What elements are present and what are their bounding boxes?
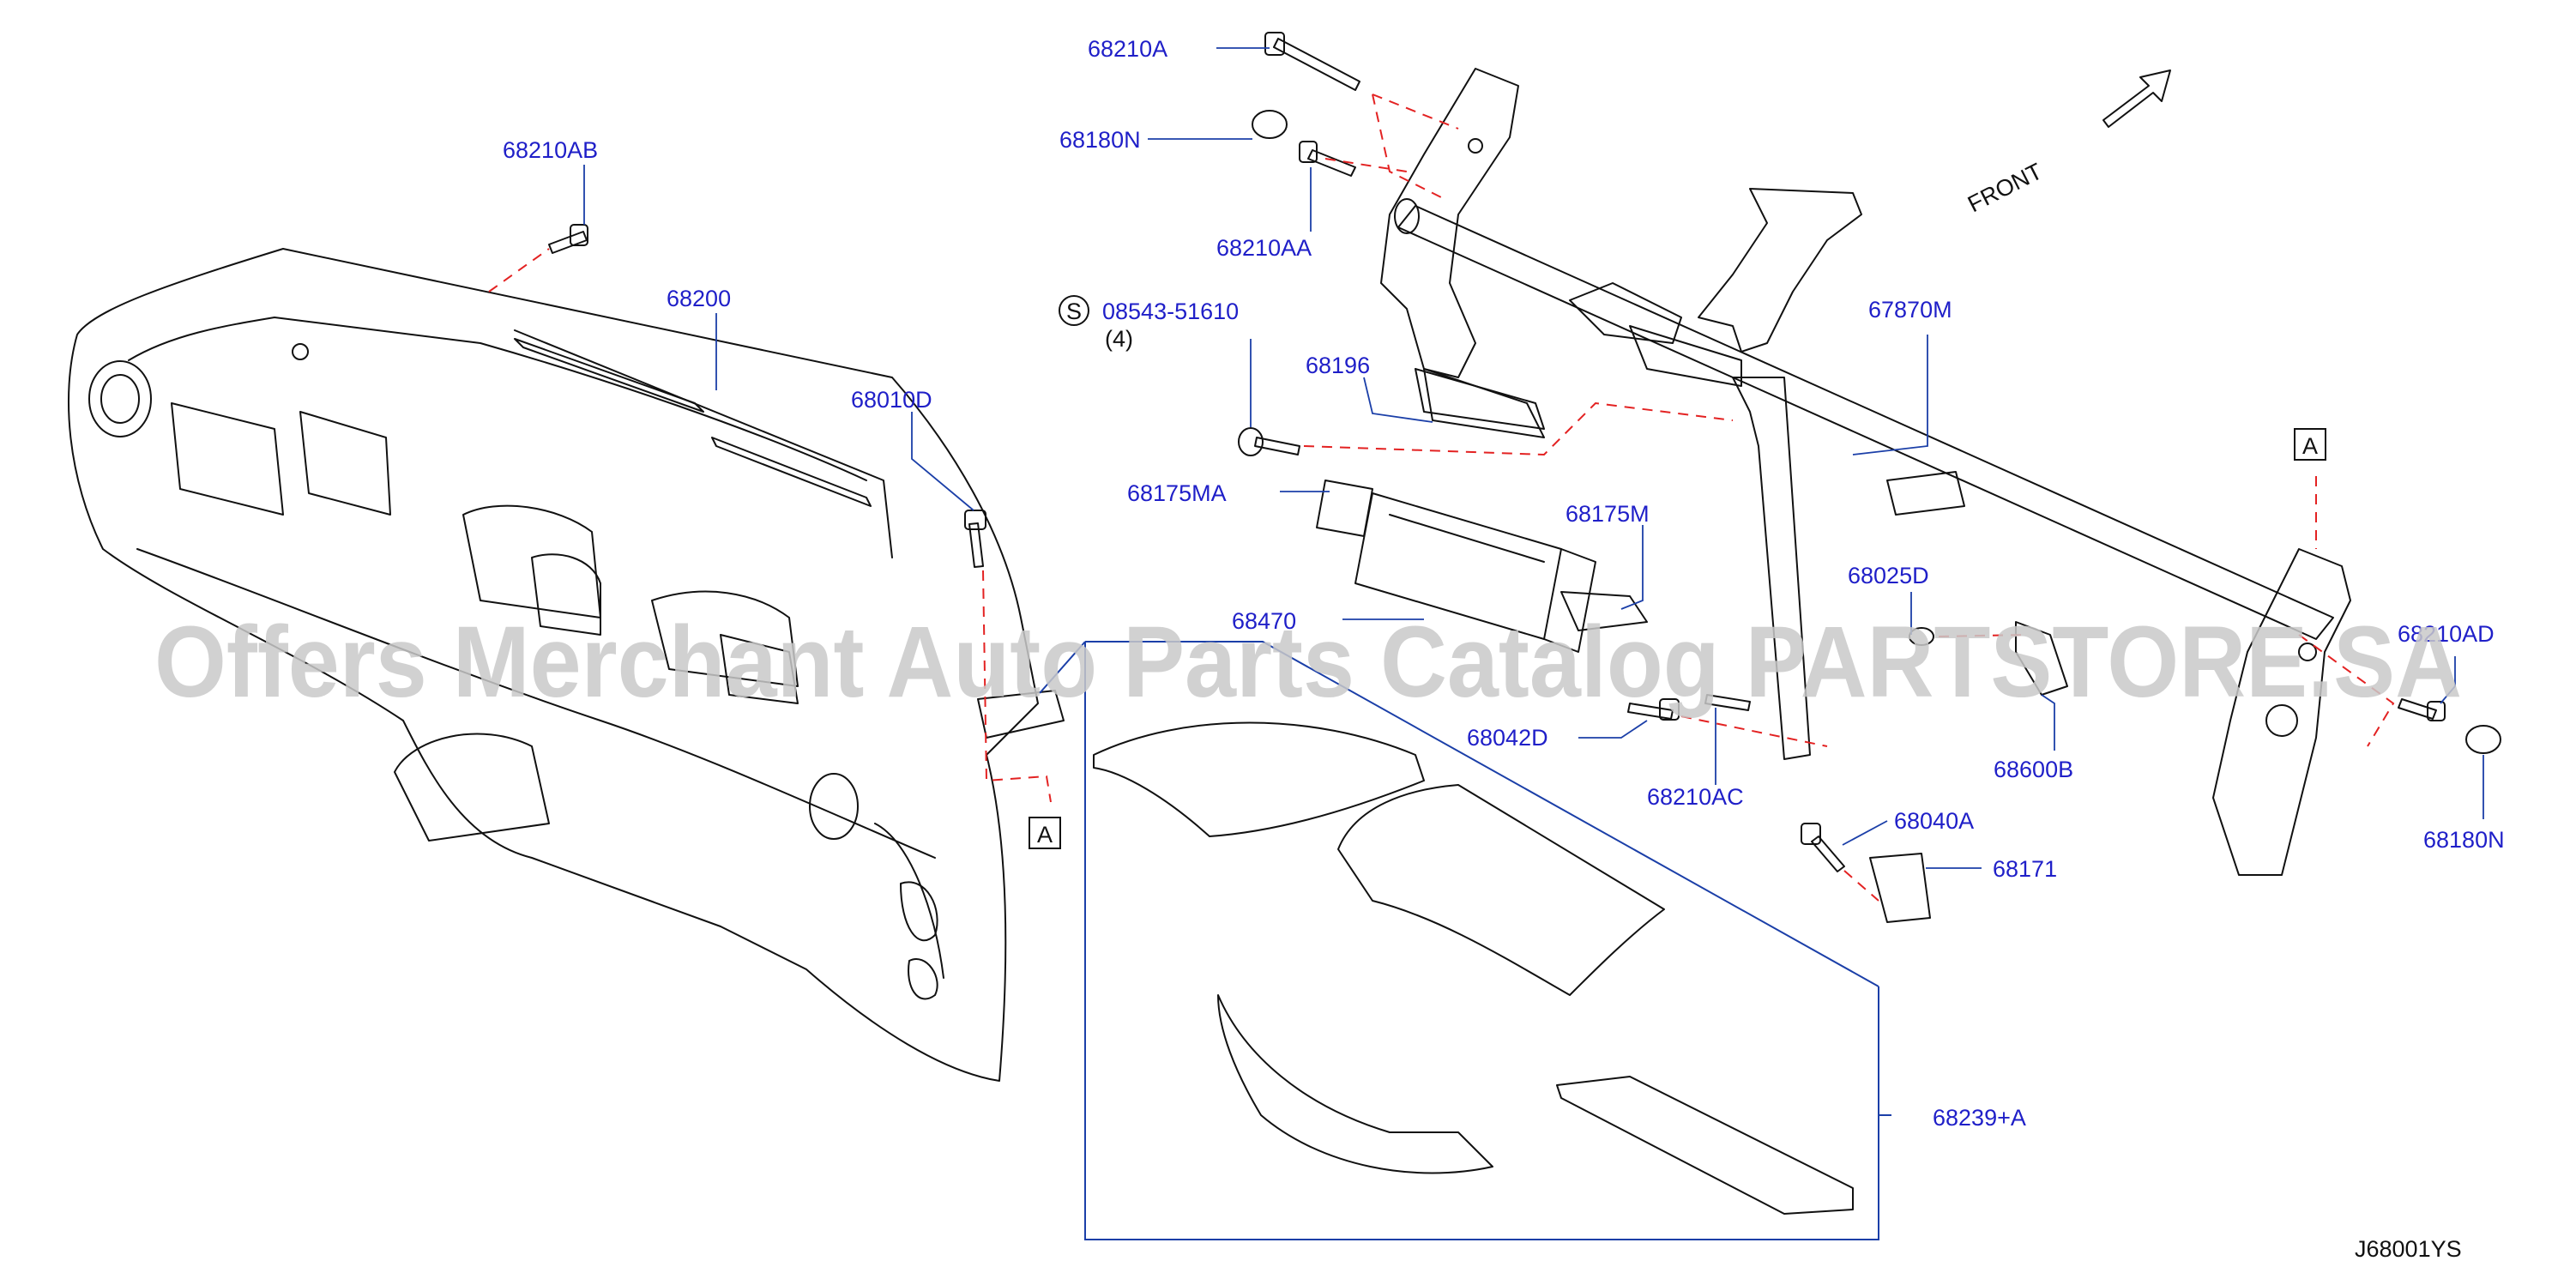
quantity-label: (4) xyxy=(1105,326,1133,352)
callout-a-right: A xyxy=(2294,428,2326,461)
front-arrow-icon: FRONT xyxy=(1964,69,2171,217)
part-labels: 68210A 68180N 68210AB 68210AA 68200 0854… xyxy=(503,36,2505,1131)
part-label-68210A: 68210A xyxy=(1088,36,1167,62)
small-parts-drawing xyxy=(548,32,2501,1215)
part-label-68180N-bottom: 68180N xyxy=(2423,827,2505,853)
leader-lines xyxy=(583,47,2484,869)
steering-member-drawing xyxy=(1380,68,2351,876)
diagram-code: J68001YS xyxy=(2355,1236,2462,1262)
part-label-68196: 68196 xyxy=(1306,353,1370,378)
svg-text:S: S xyxy=(1066,299,1082,324)
part-label-68210AD: 68210AD xyxy=(2398,621,2495,647)
part-label-68210AB: 68210AB xyxy=(503,137,598,163)
part-label-68600B: 68600B xyxy=(1994,757,2073,782)
part-label-68025D: 68025D xyxy=(1848,563,1929,588)
svg-text:A: A xyxy=(1037,822,1053,848)
callout-a-left: A xyxy=(1029,817,1061,849)
part-label-68010D: 68010D xyxy=(851,387,932,413)
part-label-68175M: 68175M xyxy=(1566,501,1650,527)
duct-group-box xyxy=(1039,641,1891,1240)
watermark-text: Offers Merchant Auto Parts Catalog PARTS… xyxy=(154,606,2462,719)
part-label-68042D: 68042D xyxy=(1467,725,1548,751)
part-label-68175MA: 68175MA xyxy=(1127,480,1227,506)
front-label: FRONT xyxy=(1964,158,2046,217)
part-label-68180N-top: 68180N xyxy=(1059,127,1141,153)
part-label-68239-A: 68239+A xyxy=(1933,1105,2026,1131)
part-label-68040A: 68040A xyxy=(1894,808,1974,834)
part-label-68200: 68200 xyxy=(667,286,731,311)
standard-part-symbol: S xyxy=(1059,295,1089,326)
svg-text:A: A xyxy=(2302,433,2318,459)
assembly-dashed-lines xyxy=(488,94,2395,902)
part-label-68470: 68470 xyxy=(1232,608,1296,634)
part-label-68210AA: 68210AA xyxy=(1216,235,1312,261)
part-label-67870M: 67870M xyxy=(1868,297,1952,323)
part-label-08543-51610: 08543-51610 xyxy=(1102,299,1239,324)
part-label-68210AC: 68210AC xyxy=(1647,784,1744,810)
part-label-68171: 68171 xyxy=(1993,856,2057,882)
instrument-panel-drawing xyxy=(68,248,1065,1082)
